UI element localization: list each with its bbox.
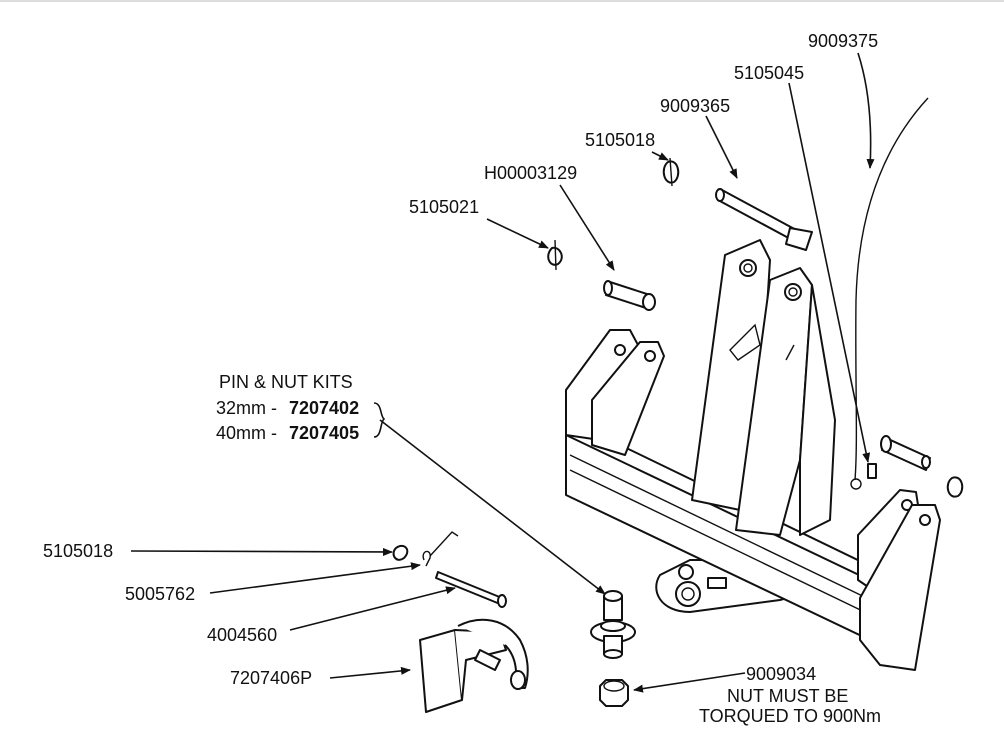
- label-9009034: 9009034: [746, 664, 817, 684]
- hitch-frame: [565, 239, 941, 707]
- label-h00003129: H00003129: [484, 163, 578, 183]
- label-4004560: 4004560: [207, 625, 278, 645]
- kit-32mm-size: 32mm -: [216, 398, 278, 418]
- label-5105018-top: 5105018: [585, 130, 656, 150]
- kit-40mm-part: 7207405: [289, 423, 360, 443]
- label-5105021: 5105021: [409, 197, 480, 217]
- kit-40mm-size: 40mm -: [216, 423, 278, 443]
- kits-brace: [373, 402, 386, 438]
- label-5105018-left: 5105018: [43, 541, 114, 561]
- torque-note-line1: NUT MUST BE: [727, 686, 849, 706]
- kit-32mm-part: 7207402: [289, 398, 360, 418]
- label-9009365: 9009365: [660, 96, 731, 116]
- loose-parts: [392, 97, 964, 713]
- label-7207406p: 7207406P: [230, 668, 313, 688]
- label-5005762: 5005762: [125, 584, 196, 604]
- label-9009375: 9009375: [808, 31, 879, 51]
- torque-note-line2: TORQUED TO 900Nm: [699, 706, 882, 726]
- label-5105045: 5105045: [734, 63, 805, 83]
- leader-lines: [130, 52, 875, 693]
- kits-title: PIN & NUT KITS: [219, 372, 353, 392]
